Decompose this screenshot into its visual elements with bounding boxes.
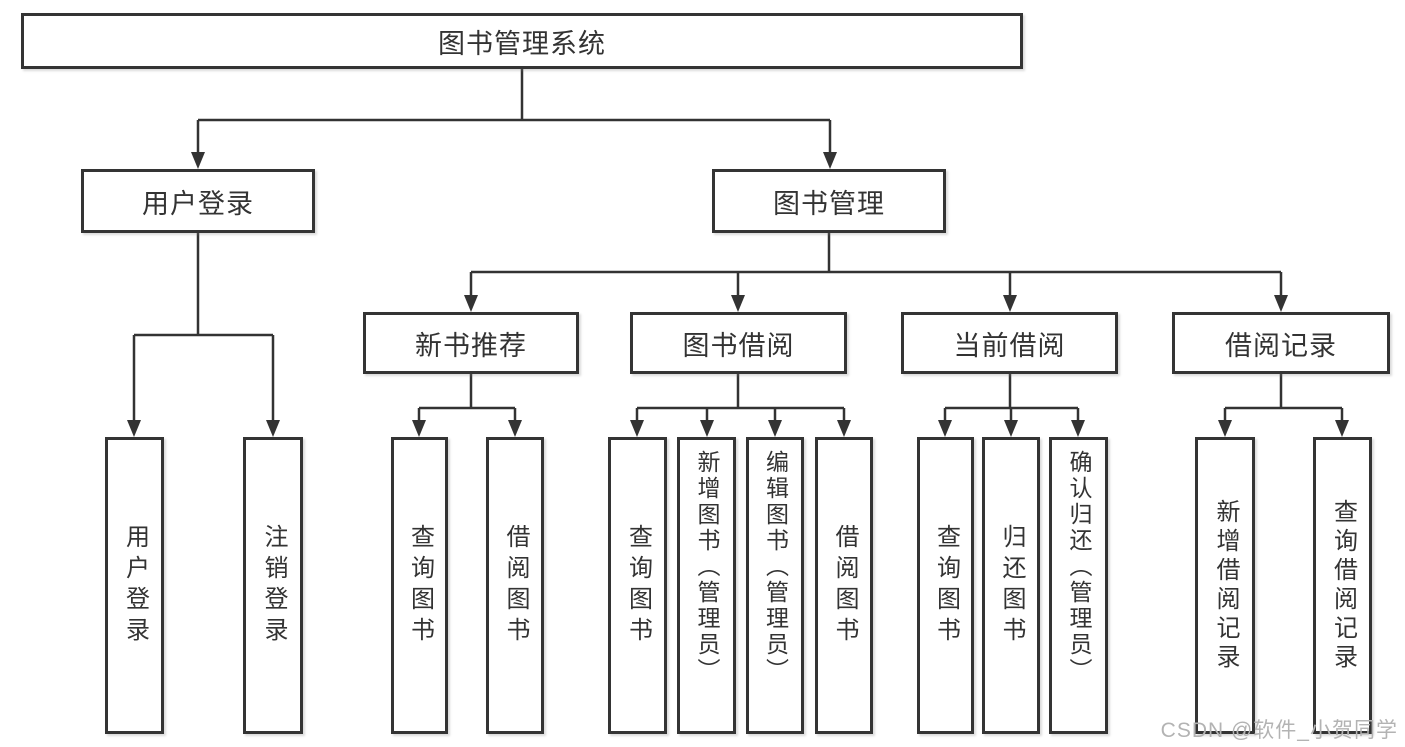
node-leaf-query-books-2: 查询图书 [608,437,667,734]
node-leaf-edit-book-admin: 编辑图书（管理员） [746,437,804,734]
arrowheads [127,152,1349,437]
node-leaf-borrow-books-2: 借阅图书 [815,437,873,734]
node-leaf-user-login: 用户登录 [105,437,164,734]
node-leaf-logout: 注销登录 [243,437,303,734]
node-leaf-add-book-admin: 新增图书（管理员） [677,437,736,734]
node-book-borrow: 图书借阅 [630,312,847,374]
node-leaf-query-books-3: 查询图书 [917,437,974,734]
node-leaf-query-books-1: 查询图书 [391,437,448,734]
node-new-book-rec: 新书推荐 [363,312,579,374]
node-leaf-return-books: 归还图书 [982,437,1040,734]
csdn-watermark: CSDN @软件_小贺同学 [1160,719,1398,742]
node-borrow-record: 借阅记录 [1172,312,1390,374]
node-leaf-confirm-return-admin: 确认归还（管理员） [1049,437,1108,734]
node-current-borrow: 当前借阅 [901,312,1118,374]
node-leaf-query-borrow-record: 查询借阅记录 [1313,437,1372,734]
node-book-mgmt: 图书管理 [712,169,946,233]
node-user-login: 用户登录 [81,169,315,233]
node-root: 图书管理系统 [21,13,1023,69]
node-leaf-add-borrow-record: 新增借阅记录 [1195,437,1255,734]
node-leaf-borrow-books-1: 借阅图书 [486,437,544,734]
